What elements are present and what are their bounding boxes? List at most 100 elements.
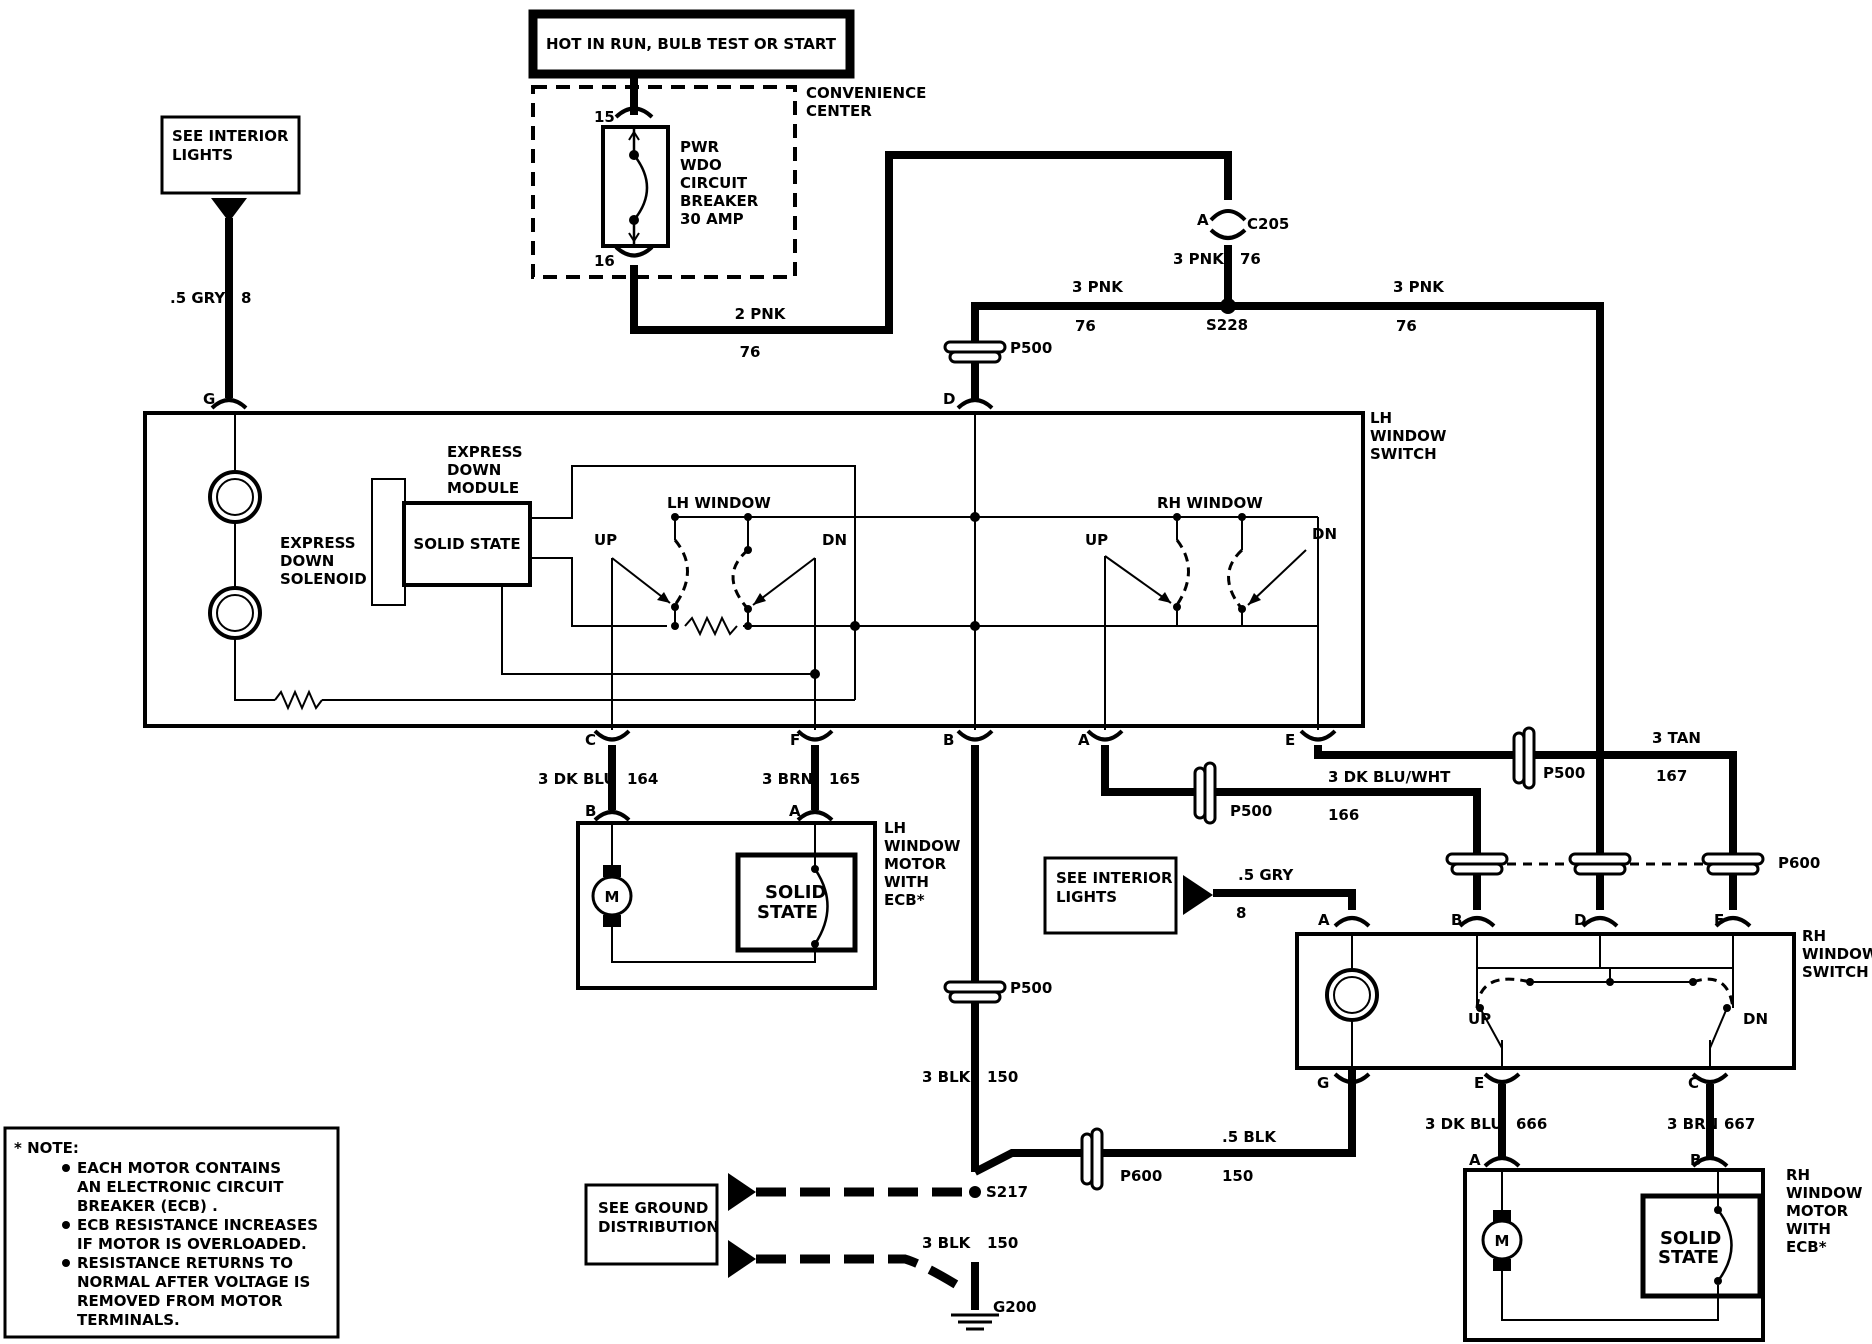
solenoid-label: SOLENOID bbox=[280, 570, 367, 588]
rh-pin-c: C bbox=[1688, 1074, 1699, 1092]
note-line: AN ELECTRONIC CIRCUIT bbox=[77, 1178, 284, 1196]
lh-motor-symbol: M bbox=[605, 888, 620, 906]
lh-motor-title: MOTOR bbox=[884, 855, 947, 873]
note-bullet bbox=[62, 1164, 70, 1172]
pin-d: D bbox=[943, 390, 955, 408]
p500-label: P500 bbox=[1010, 339, 1052, 357]
module-label: MODULE bbox=[447, 479, 519, 497]
p600-label: P600 bbox=[1778, 854, 1820, 872]
p600-label: P600 bbox=[1120, 1167, 1162, 1185]
wire-label: 3 PNK bbox=[1393, 278, 1445, 296]
ground-g200: G200 bbox=[951, 1298, 1037, 1331]
connector-c205: A C205 bbox=[1197, 209, 1289, 240]
rh-switch-dn: DN bbox=[1743, 1010, 1768, 1028]
wire-label: 667 bbox=[1724, 1115, 1755, 1133]
pin-c: C bbox=[585, 731, 596, 749]
lh-switch-bottom-pins: C F B A E bbox=[585, 729, 1337, 749]
wire-label: 76 bbox=[1240, 250, 1261, 268]
splice-s217 bbox=[969, 1186, 981, 1198]
ref-text: DISTRIBUTION bbox=[598, 1218, 719, 1236]
pin-e: E bbox=[1285, 731, 1295, 749]
rh-switch-title: RH bbox=[1802, 927, 1826, 945]
connector-p500-d: P500 bbox=[943, 339, 1052, 364]
wire-label: 3 DK BLU bbox=[538, 770, 616, 788]
solenoid-label: DOWN bbox=[280, 552, 334, 570]
rh-motor-title: MOTOR bbox=[1786, 1202, 1849, 1220]
module-label: EXPRESS bbox=[447, 443, 523, 461]
pin-15: 15 bbox=[594, 108, 615, 126]
ref-text: SEE INTERIOR bbox=[1056, 869, 1173, 887]
wire-label: .5 GRY bbox=[1238, 866, 1294, 884]
power-source-label: HOT IN RUN, BULB TEST OR START bbox=[546, 35, 837, 53]
ref-text: SEE GROUND bbox=[598, 1199, 708, 1217]
rh-motor-title: ECB* bbox=[1786, 1238, 1827, 1256]
wire-label: 76 bbox=[1396, 317, 1417, 335]
pin-16: 16 bbox=[594, 252, 615, 270]
lh-motor-pin-a: A bbox=[789, 802, 801, 820]
lh-motor-pin-b: B bbox=[585, 802, 596, 820]
wire-label: 2 PNK bbox=[735, 305, 787, 323]
note-line: REMOVED FROM MOTOR bbox=[77, 1292, 283, 1310]
rh-motor-title: WITH bbox=[1786, 1220, 1831, 1238]
pin-b: B bbox=[943, 731, 954, 749]
wire-label: 3 TAN bbox=[1652, 729, 1701, 747]
solid-state-module: SOLID STATE bbox=[413, 535, 520, 553]
wire-label: 167 bbox=[1656, 767, 1687, 785]
lh-motor-title: WITH bbox=[884, 873, 929, 891]
rh-switch-up: UP bbox=[1468, 1010, 1491, 1028]
note-line: RESISTANCE RETURNS TO bbox=[77, 1254, 293, 1272]
wire-label: .5 BLK bbox=[1222, 1128, 1277, 1146]
rh-motor-pin-a: A bbox=[1469, 1151, 1481, 1169]
lh-motor-title: ECB* bbox=[884, 891, 925, 909]
lh-window-switch: LH WINDOW SWITCH G D EXPRESS DOWN SOLENO… bbox=[143, 390, 1447, 730]
connector-p600-row: P600 bbox=[1445, 852, 1820, 876]
note-bullet bbox=[62, 1259, 70, 1267]
wire-label: .5 GRY bbox=[170, 289, 226, 307]
note-line: IF MOTOR IS OVERLOADED. bbox=[77, 1235, 307, 1253]
rh-motor-symbol: M bbox=[1495, 1232, 1510, 1250]
wire-label: 3 BRN bbox=[762, 770, 813, 788]
rh-window-motor: A B M SOLID STATE RH WINDOW MOTOR WITH E… bbox=[1463, 1151, 1863, 1342]
g200-label: G200 bbox=[993, 1298, 1037, 1316]
lh-motor-title: WINDOW bbox=[884, 837, 961, 855]
lh-switch-title: LH bbox=[1370, 409, 1392, 427]
lh-motor-solid-state: STATE bbox=[757, 902, 818, 923]
rh-pin-b: B bbox=[1451, 911, 1462, 929]
module-label: DOWN bbox=[447, 461, 501, 479]
wire-label: 150 bbox=[987, 1234, 1018, 1252]
ref-text: SEE INTERIOR bbox=[172, 127, 289, 145]
s228-label: S228 bbox=[1206, 316, 1248, 334]
lh-motor-title: LH bbox=[884, 819, 906, 837]
wire-label: 3 BLK bbox=[922, 1234, 972, 1252]
lh-window-motor: B A M SOLID STATE LH WINDOW MOTOR WITH E… bbox=[576, 802, 961, 990]
pin-a: A bbox=[1078, 731, 1090, 749]
lh-dn-label: DN bbox=[822, 531, 847, 549]
wire-label: 76 bbox=[740, 343, 761, 361]
wire-label: 3 DK BLU/WHT bbox=[1328, 768, 1451, 786]
breaker-label-4: BREAKER bbox=[680, 192, 759, 210]
connector-p600-blk: P600 bbox=[1080, 1127, 1162, 1191]
solenoid-label: EXPRESS bbox=[280, 534, 356, 552]
c205-label: C205 bbox=[1247, 215, 1289, 233]
breaker-label-1: PWR bbox=[680, 138, 720, 156]
rh-motor-pin-b: B bbox=[1690, 1151, 1701, 1169]
rh-pin-g: G bbox=[1317, 1074, 1329, 1092]
rh-up-label: UP bbox=[1085, 531, 1108, 549]
rh-switch-title: SWITCH bbox=[1802, 963, 1869, 981]
p500-label: P500 bbox=[1230, 802, 1272, 820]
wire-label: 3 BLK bbox=[922, 1068, 972, 1086]
note-line: EACH MOTOR CONTAINS bbox=[77, 1159, 281, 1177]
rh-switch-title: WINDOW bbox=[1802, 945, 1872, 963]
rh-pin-a: A bbox=[1318, 911, 1330, 929]
convenience-center: 15 PWR WDO CIRCUIT BREAKER 30 AMP CONVEN… bbox=[531, 74, 926, 279]
note-line: NORMAL AFTER VOLTAGE IS bbox=[77, 1273, 310, 1291]
power-source-box: HOT IN RUN, BULB TEST OR START bbox=[528, 9, 855, 79]
interior-lights-ref-right: SEE INTERIOR LIGHTS bbox=[1043, 856, 1213, 935]
p500-label: P500 bbox=[1010, 979, 1052, 997]
breaker-label-3: CIRCUIT bbox=[680, 174, 748, 192]
convenience-title-2: CENTER bbox=[806, 102, 872, 120]
convenience-title-1: CONVENIENCE bbox=[806, 84, 926, 102]
wire-label: 3 PNK bbox=[1072, 278, 1124, 296]
note-line: TERMINALS. bbox=[77, 1311, 180, 1329]
